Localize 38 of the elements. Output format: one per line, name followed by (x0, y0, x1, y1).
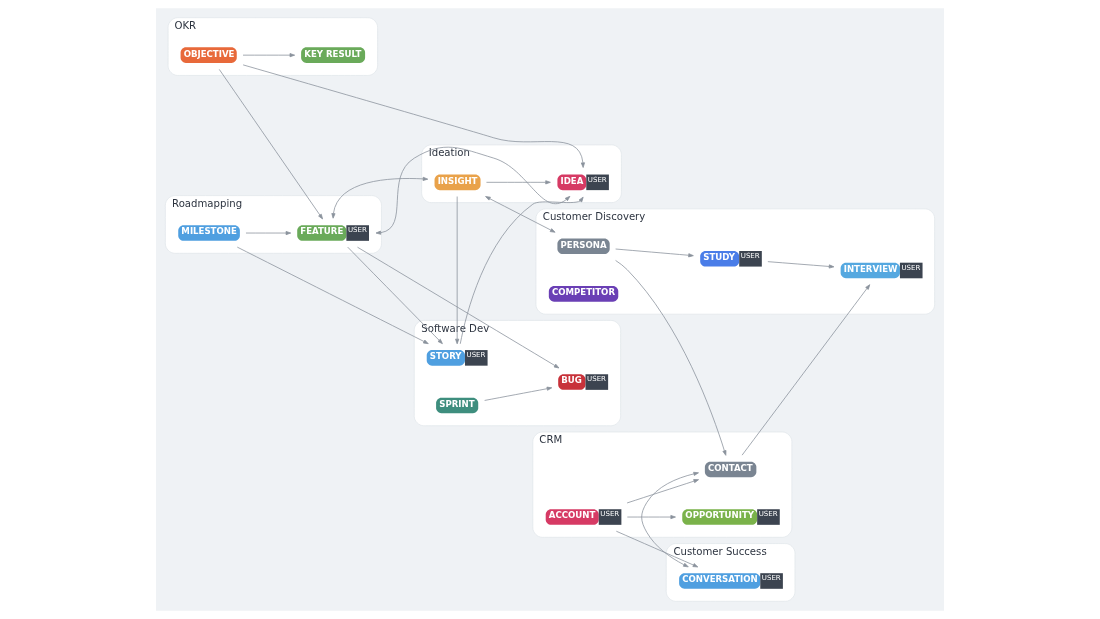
arrow (459, 196, 584, 345)
arrow (242, 53, 296, 58)
node-label: USER (761, 573, 781, 583)
arrow (615, 530, 699, 568)
node-label: USER (758, 509, 778, 519)
node-label: USER (901, 262, 921, 272)
node-box: PERSONA (557, 238, 610, 255)
node-box: KEY RESULT (301, 47, 366, 63)
node-label: USER (587, 374, 606, 384)
arrow (455, 196, 460, 345)
arrow (236, 246, 429, 345)
arrow (331, 176, 429, 219)
node-box: OBJECTIVE (180, 47, 237, 63)
node-box: COMPETITOR (548, 286, 619, 302)
arrow (626, 515, 676, 520)
node-label: USER (587, 174, 607, 184)
arrow (486, 180, 551, 185)
arrow (484, 386, 553, 401)
node-box: SPRINT (436, 397, 479, 414)
arrow (245, 231, 292, 236)
arrow (615, 260, 727, 456)
arrow (615, 248, 694, 258)
arrow (641, 471, 699, 568)
arrow (242, 64, 585, 168)
node-label: USER (347, 225, 367, 235)
node-label: USER (740, 251, 760, 261)
node-box: INSIGHT (434, 174, 481, 191)
node-label: USER (600, 509, 620, 519)
arrow (375, 146, 571, 235)
arrow (626, 479, 699, 504)
arrow (347, 246, 443, 345)
arrow (485, 196, 556, 233)
arrow (741, 284, 871, 456)
node-box: CONTACT (704, 461, 757, 478)
arrow (218, 69, 323, 220)
node-box: MILESTONE (178, 225, 240, 241)
arrow (767, 261, 835, 269)
node-label: USER (466, 350, 486, 360)
